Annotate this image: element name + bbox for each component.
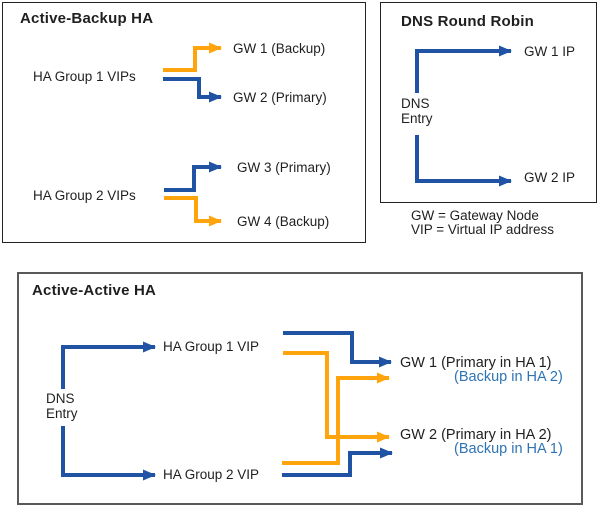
- active-backup-ha-panel: [2, 2, 366, 243]
- gw2-roles-label: GW 2 (Primary in HA 2) (Backup in HA 1): [400, 427, 563, 457]
- active-active-title: Active-Active HA: [32, 282, 157, 299]
- gw2-backup-line: (Backup in HA 1): [454, 441, 563, 457]
- ha-group-2-vip-label: HA Group 2 VIP: [163, 467, 260, 482]
- legend-gw: GW = Gateway Node: [411, 208, 539, 223]
- gw1-backup-label: GW 1 (Backup): [233, 41, 326, 56]
- gw2-ip-label: GW 2 IP: [524, 170, 576, 185]
- active-backup-title: Active-Backup HA: [20, 10, 154, 27]
- legend: GW = Gateway Node VIP = Virtual IP addre…: [411, 209, 554, 236]
- dns-entry-label-2: DNS Entry: [46, 391, 78, 421]
- dns-entry-line1: DNS: [401, 96, 430, 111]
- active-active-ha-panel: [17, 272, 583, 505]
- gw1-ip-label: GW 1 IP: [524, 44, 576, 59]
- gw4-backup-label: GW 4 (Backup): [237, 214, 330, 229]
- gw2-primary-line: GW 2 (Primary in HA 2): [400, 427, 552, 443]
- ha-group-2-vips-label: HA Group 2 VIPs: [33, 188, 136, 203]
- ha-group-1-vip-label: HA Group 1 VIP: [163, 339, 260, 354]
- dns-entry-2-line2: Entry: [46, 406, 78, 421]
- gw1-primary-line: GW 1 (Primary in HA 1): [400, 355, 552, 371]
- legend-vip: VIP = Virtual IP address: [411, 221, 554, 237]
- gw2-primary-label: GW 2 (Primary): [233, 90, 327, 105]
- dns-entry-label: DNS Entry: [401, 96, 433, 126]
- ha-group-1-vips-label: HA Group 1 VIPs: [33, 69, 136, 84]
- gw3-primary-label: GW 3 (Primary): [237, 160, 331, 175]
- dns-entry-2-line1: DNS: [46, 391, 75, 406]
- gw1-backup-line: (Backup in HA 2): [454, 369, 563, 385]
- gw1-roles-label: GW 1 (Primary in HA 1) (Backup in HA 2): [400, 355, 563, 385]
- dns-round-robin-title: DNS Round Robin: [401, 13, 534, 30]
- dns-entry-line2: Entry: [401, 111, 433, 126]
